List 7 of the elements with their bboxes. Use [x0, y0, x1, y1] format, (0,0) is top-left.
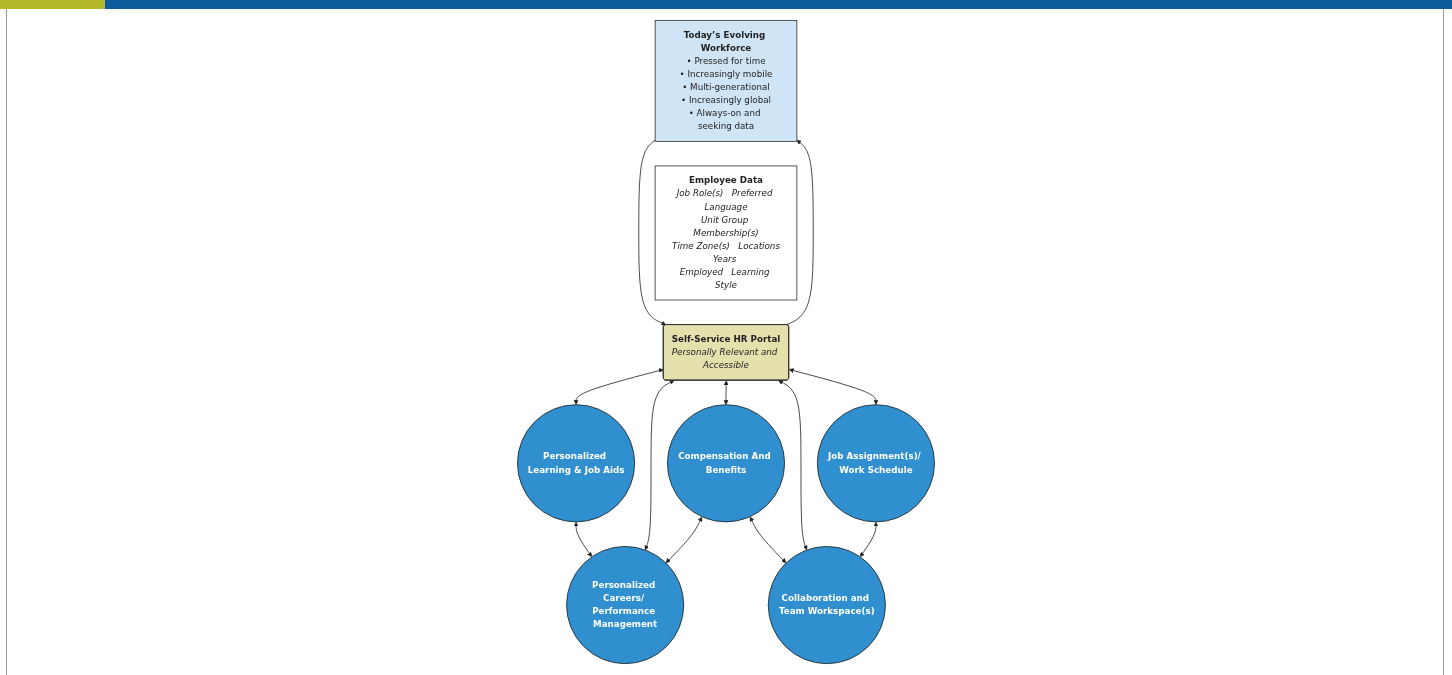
node-circle: Personalized Learning & Job Aids [517, 404, 636, 523]
node-circle: Job Assignment(s)/ Work Schedule [816, 404, 935, 523]
node-circle: Personalized Careers/ Performance Management [566, 546, 685, 665]
node-box: Today’s Evolving Workforce • Pressed for time • Increasingly mobile • Multi-generational • Increasingly global • Always-on and seeking data [654, 19, 798, 142]
node-circle: Collaboration and Team Workspace(s) [767, 546, 886, 665]
node-box: Employee Data Job Role(s) Preferred Language Unit Group Membership(s) Time Zone(s) Locations Years Employed Learning Style [654, 165, 798, 301]
node-circle: Compensation And Benefits [667, 404, 785, 523]
